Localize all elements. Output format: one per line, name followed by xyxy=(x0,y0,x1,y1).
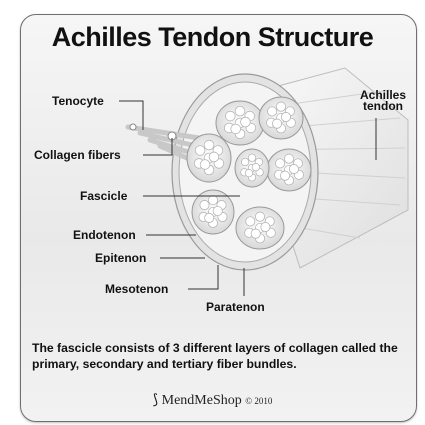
label-tenocyte: Tenocyte xyxy=(52,94,104,108)
label-epitenon: Epitenon xyxy=(95,251,146,265)
fiber-bundle xyxy=(241,117,251,127)
fiber-bundle xyxy=(267,107,276,116)
fiber-bundle xyxy=(235,106,245,116)
fiber-bundle xyxy=(272,119,281,128)
label-mesotenon: Mesotenon xyxy=(105,282,168,296)
fiber-bundle xyxy=(261,222,270,231)
mesotenon-leader xyxy=(188,265,218,289)
fiber-bundle xyxy=(252,163,259,170)
brand-mark-icon: ⟆ xyxy=(153,393,158,408)
fiber-bundle xyxy=(251,229,260,238)
fiber-bundle xyxy=(241,158,248,165)
fiber-bundle xyxy=(225,111,235,121)
tenocyte-cell xyxy=(130,124,136,130)
brand-footer: ⟆ MendMeShop © 2010 xyxy=(0,392,425,409)
fiber-bundle xyxy=(275,159,284,168)
fiber-bundle xyxy=(200,200,209,209)
label-achilles-tendon: Achilles tendon xyxy=(360,90,406,112)
fiber-bundle xyxy=(284,154,293,163)
fiber-bundle xyxy=(255,212,264,221)
fiber-bundle xyxy=(200,160,210,170)
page-title: Achilles Tendon Structure xyxy=(0,22,425,53)
brand-name: MendMeShop xyxy=(162,393,242,408)
label-fascicle: Fascicle xyxy=(80,189,127,203)
fiber-bundle xyxy=(276,102,285,111)
label-collagen-fibers: Collagen fibers xyxy=(34,148,121,162)
fiber-bundle xyxy=(248,154,255,161)
fiber-bundle xyxy=(213,206,222,215)
fiber-bundle xyxy=(195,146,205,156)
fiber-bundle xyxy=(231,124,241,134)
fiber-bundle xyxy=(245,169,252,176)
brand-copyright: © 2010 xyxy=(245,396,272,406)
caption-text: The fascicle consists of 3 different lay… xyxy=(32,340,407,372)
fiber-bundle xyxy=(281,112,290,121)
fiber-bundle xyxy=(204,140,214,150)
fiber-bundle xyxy=(208,196,217,205)
fiber-bundle xyxy=(280,171,289,180)
fiber-bundle xyxy=(205,213,214,222)
fiber-bundle xyxy=(246,217,255,226)
label-endotenon: Endotenon xyxy=(73,228,136,242)
fiber-bundle xyxy=(209,152,219,162)
label-paratenon: Paratenon xyxy=(206,300,265,314)
label-achilles-line2: tendon xyxy=(363,99,403,113)
fiber-bundle xyxy=(289,164,298,173)
